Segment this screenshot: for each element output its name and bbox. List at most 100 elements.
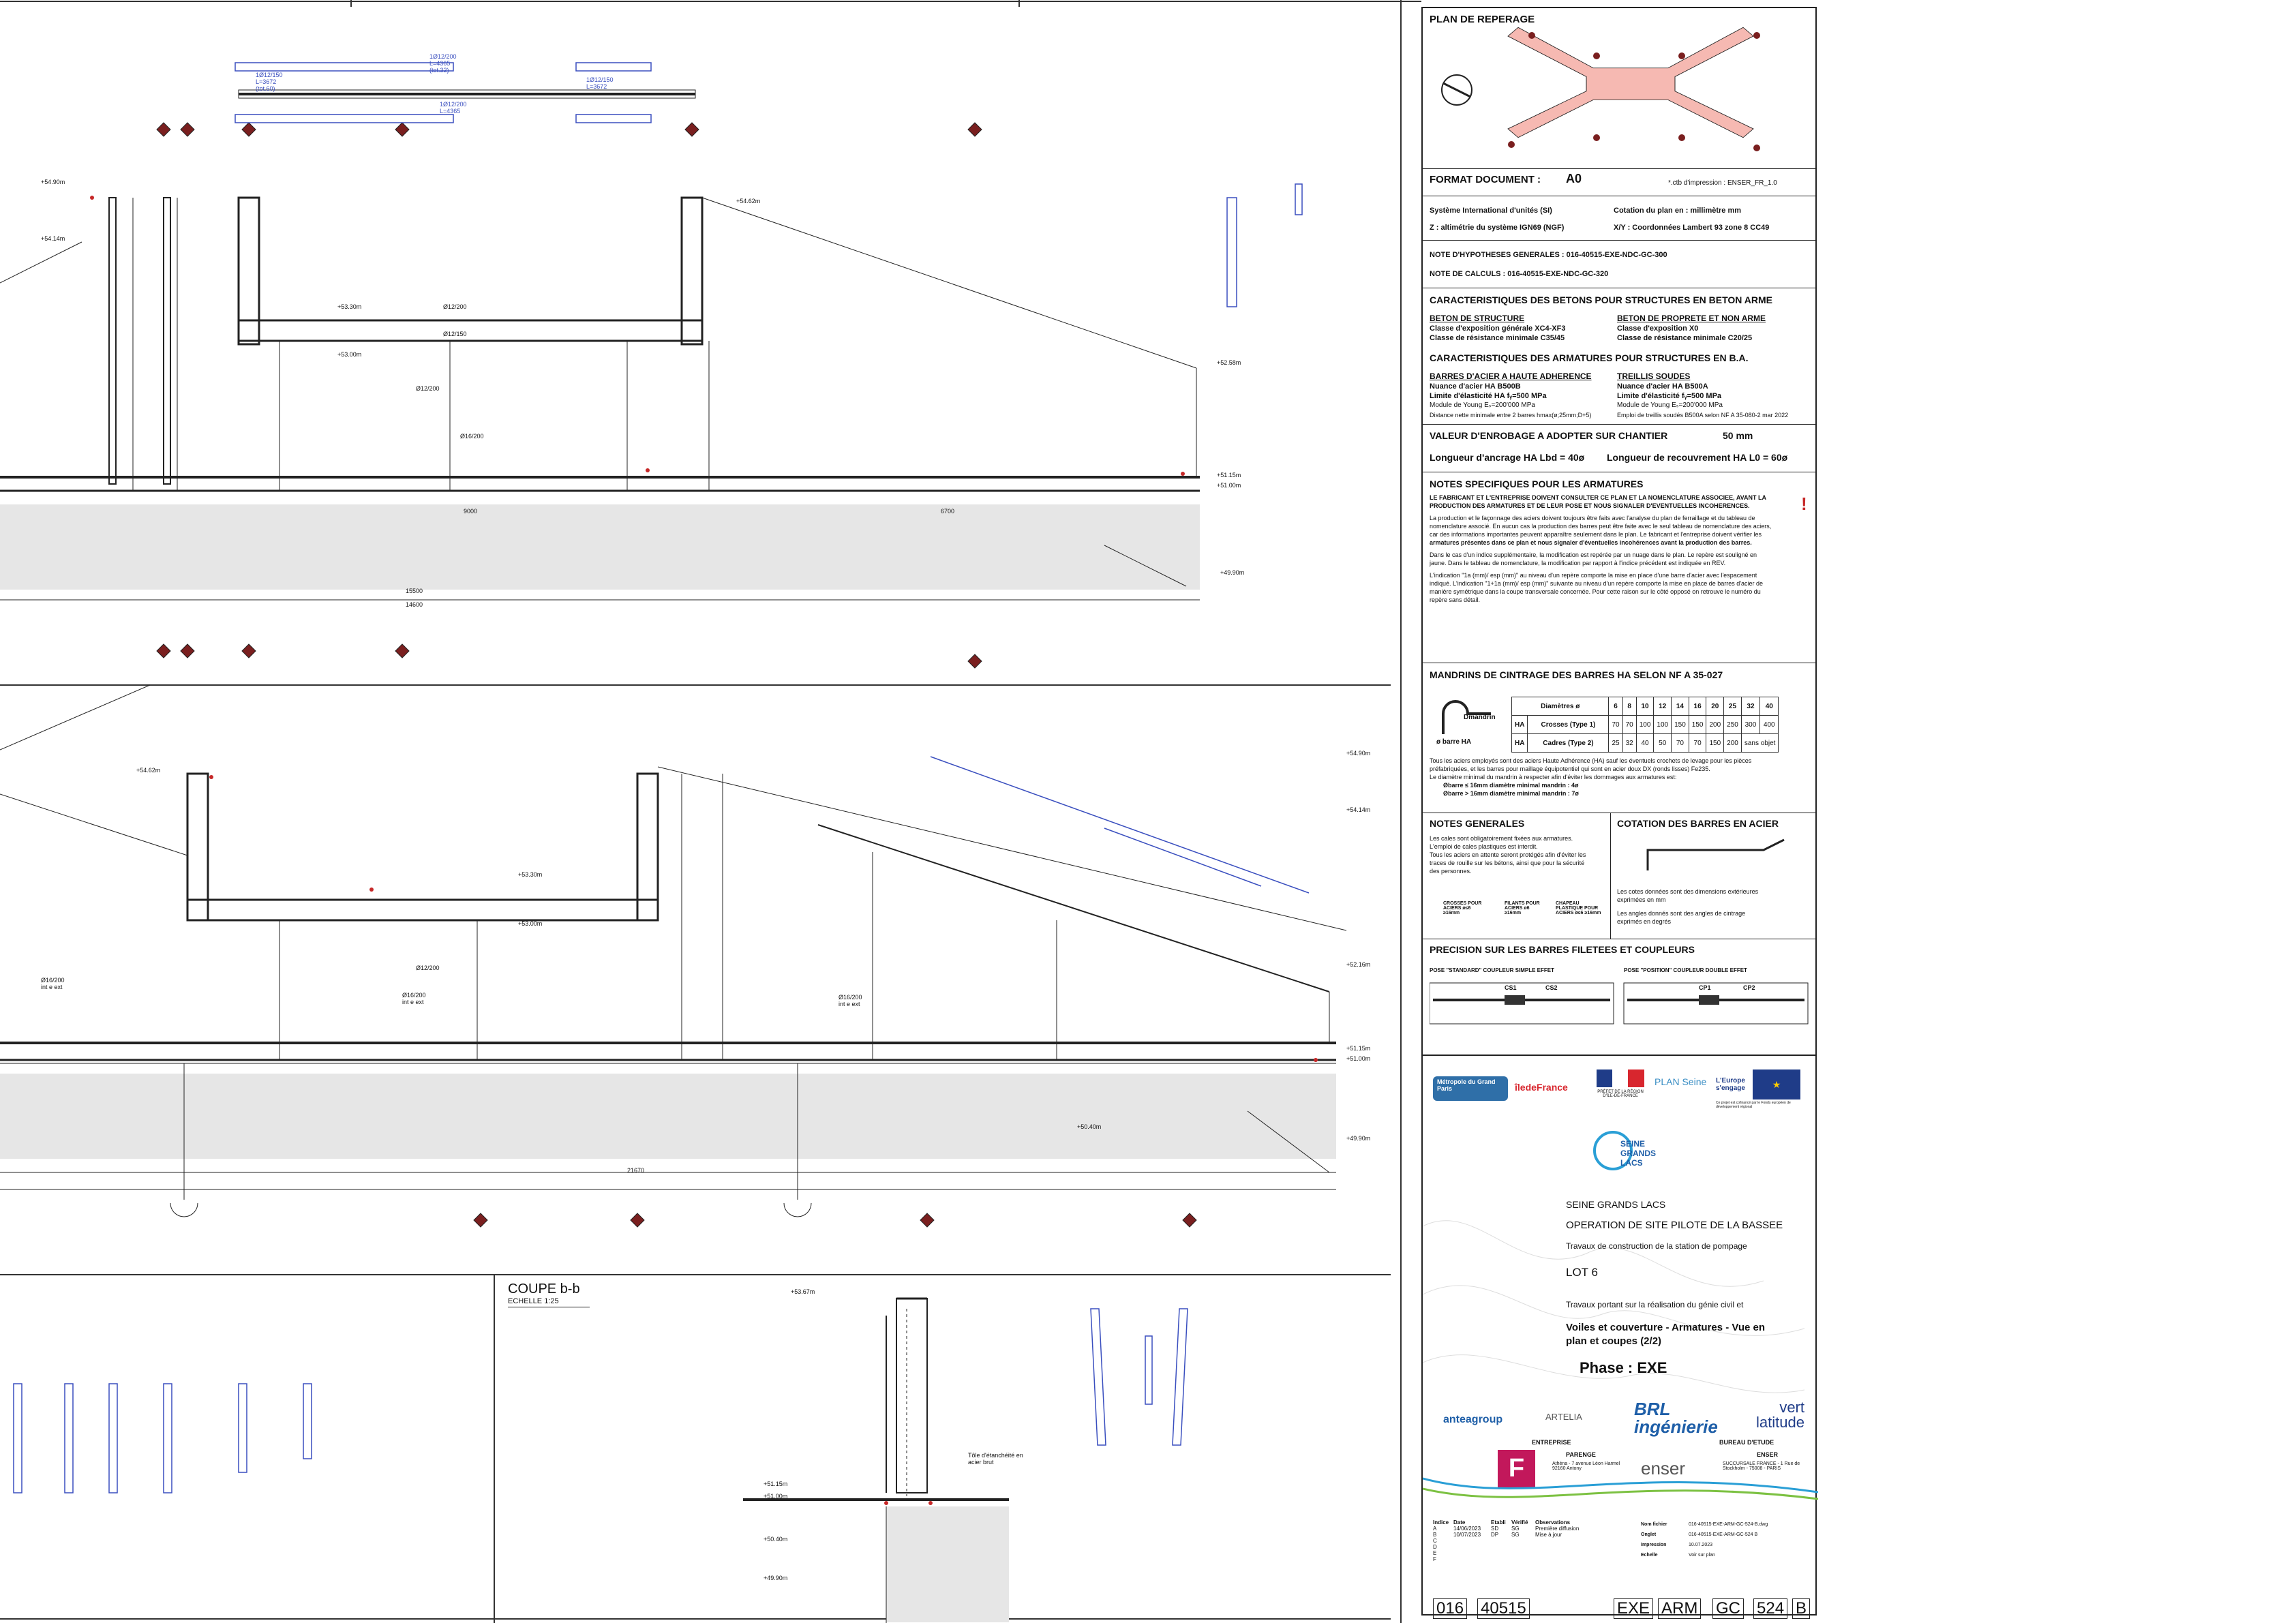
annotation: Tôle d'étanchéité en acier brut	[968, 1452, 1023, 1466]
entreprise-label: ENTREPRISE	[1532, 1439, 1571, 1446]
diam-cell: 10	[1635, 697, 1655, 716]
operation-name: OPERATION DE SITE PILOTE DE LA BASSEE	[1566, 1219, 1783, 1231]
logo-plan-seine: PLAN Seine	[1655, 1076, 1707, 1087]
value-cell: 100	[1635, 715, 1655, 734]
value-cell: 200	[1723, 733, 1742, 753]
top-section	[0, 89, 1200, 601]
rev-cell: 14/06/2023	[1453, 1526, 1481, 1532]
beton-structure-l1: Classe d'exposition générale XC4-XF3	[1430, 324, 1566, 333]
code-part: 40515	[1477, 1598, 1530, 1619]
rev-cell: E	[1433, 1550, 1437, 1556]
file-value: 016-40515-EXE-ARM-GC-524-B.dwg	[1689, 1522, 1768, 1527]
mandrin-phi-label: ø barre HA	[1436, 738, 1472, 746]
bar-schedule-shapes	[13, 62, 1310, 1493]
level-label: +51.00m	[1346, 1055, 1371, 1062]
dim-label: 6700	[941, 508, 955, 515]
cotation-line: Les angles donnés sont des angles de cin…	[1617, 910, 1746, 917]
echelle-label: Echelle	[1641, 1553, 1658, 1558]
notes-gen-line: L'emploi de cales plastiques est interdi…	[1430, 843, 1538, 850]
level-label: +51.15m	[1217, 472, 1241, 479]
notes-gen-body: Les cales sont obligatoirement fixées au…	[1430, 834, 1607, 875]
value-cell: 70	[1688, 733, 1707, 753]
notes-panel: PLAN DE REPERAGE FORMAT DOCUMENT : A0 *.…	[1421, 7, 1818, 1619]
notes-spec-line: repère sans détail.	[1430, 596, 1481, 603]
value-cell: 32	[1622, 733, 1637, 753]
logo-vert-latitude: vert latitude	[1756, 1399, 1804, 1431]
value-cell: 400	[1759, 715, 1779, 734]
cotation-label: Cotation du plan en : millimètre mm	[1614, 207, 1742, 215]
value-cell: 150	[1688, 715, 1707, 734]
rev-cell: F	[1433, 1556, 1436, 1562]
note-hypotheses: NOTE D'HYPOTHESES GENERALES : 016-40515-…	[1430, 251, 1667, 259]
echelle-value: Voir sur plan	[1689, 1553, 1715, 1558]
level-label: +51.15m	[1346, 1045, 1371, 1052]
bar-label: 1Ø12/150 L=3672	[586, 76, 614, 90]
rev-cell: SG	[1511, 1526, 1520, 1532]
beton-proprete-l1: Classe d'exposition X0	[1617, 324, 1699, 333]
bar-label: 1Ø12/200 L=4365	[440, 101, 467, 115]
value-cell: 50	[1653, 733, 1672, 753]
notes-spec-title: NOTES SPECIFIQUES POUR LES ARMATURES	[1430, 479, 1644, 489]
notes-spec-line: nomenclature associé. En aucun cas la pr…	[1430, 523, 1772, 530]
recouvrement-label: Longueur de recouvrement HA L0 = 60ø	[1607, 452, 1788, 463]
plan-reperage-title: PLAN DE REPERAGE	[1430, 14, 1535, 25]
level-label: +49.90m	[1220, 569, 1245, 576]
section-scale: ECHELLE 1:25	[508, 1297, 559, 1305]
mandrin-note: Le diamètre minimal du mandrin à respect…	[1430, 774, 1677, 780]
rev-cell: DP	[1491, 1532, 1499, 1538]
chapeau-label: CHAPEAU PLASTIQUE POUR ACIERS ø≤6 ≥16mm	[1556, 901, 1601, 915]
rev-cell: SG	[1511, 1532, 1520, 1538]
treillis-l1: Nuance d'acier HA B500A	[1617, 382, 1708, 391]
treillis-l3: Module de Young Eₛ=200'000 MPa	[1617, 401, 1723, 409]
onglet-value: 016-40515-EXE-ARM-GC-524 B	[1689, 1532, 1758, 1537]
code-part: EXE	[1614, 1598, 1654, 1619]
diam-cell: 8	[1622, 697, 1637, 716]
rev-row: E	[1433, 1550, 1631, 1556]
rev-cell: B	[1433, 1532, 1437, 1538]
middle-section	[0, 684, 1347, 1217]
cs2-label: CS2	[1545, 984, 1558, 991]
notes-spec-line: manière symétrique dans la coupe transve…	[1430, 588, 1761, 595]
parenge-name: PARENGE	[1566, 1451, 1596, 1458]
carac-beton-title: CARACTERISTIQUES DES BETONS POUR STRUCTU…	[1430, 294, 1773, 305]
logo-parenge: F	[1498, 1450, 1535, 1487]
value-cell: 40	[1635, 733, 1655, 753]
logo-prefet: PRÉFET DE LA RÉGION D'ÎLE-DE-FRANCE	[1597, 1070, 1644, 1098]
level-label: +54.14m	[41, 235, 65, 242]
ha-cell: HA	[1511, 733, 1528, 753]
ha-cell: HA	[1511, 715, 1528, 734]
mandrin-note: préfabriquées, et les barres pour mailla…	[1430, 765, 1710, 772]
rev-cell: C	[1433, 1538, 1437, 1544]
phase-label: Phase : EXE	[1580, 1359, 1667, 1376]
treillis-title: TREILLIS SOUDES	[1617, 371, 1691, 381]
barres-ha-l2: Limite d'élasticité HA fᵧ=500 MPa	[1430, 392, 1547, 400]
code-part: 016	[1433, 1598, 1468, 1619]
bureau-label: BUREAU D'ETUDE	[1719, 1439, 1774, 1446]
key-plan-graphic	[1441, 27, 1760, 151]
value-cell: 70	[1622, 715, 1637, 734]
rev-row: D	[1433, 1544, 1631, 1550]
enser-address: SUCCURSALE FRANCE - 1 Rue de Stockholm -…	[1723, 1461, 1800, 1471]
logo-europe-text: L'Europe s'engage	[1716, 1077, 1745, 1092]
enrobage-value: 50 mm	[1723, 430, 1753, 441]
mandrin-note: Øbarre > 16mm diamètre minimal mandrin :…	[1443, 790, 1579, 797]
section-title: COUPE b-b	[508, 1281, 580, 1296]
value-cell: 250	[1723, 715, 1742, 734]
logo-sgl: SEINE GRANDS LACS	[1593, 1131, 1668, 1179]
format-value: A0	[1566, 172, 1582, 185]
cotation-line: Les cotes données sont des dimensions ex…	[1617, 888, 1759, 895]
diam-cell: 6	[1608, 697, 1623, 716]
notes-spec-line: car des informations importantes peuvent…	[1430, 531, 1762, 538]
notes-spec-line: indiqué. L'indication "1+1a (mm)/ esp (m…	[1430, 580, 1764, 587]
dim-label: 15500	[406, 588, 423, 594]
title-block: Métropole du Grand Paris îledeFrance PRÉ…	[1423, 1055, 1818, 1618]
rev-cell: SD	[1491, 1526, 1499, 1532]
diam-cell: 14	[1671, 697, 1689, 716]
level-label: +50.40m	[1077, 1123, 1102, 1130]
cotation-title: COTATION DES BARRES EN ACIER	[1617, 818, 1779, 829]
level-label: +54.90m	[41, 179, 65, 185]
value-cell: sans objet	[1740, 733, 1779, 753]
